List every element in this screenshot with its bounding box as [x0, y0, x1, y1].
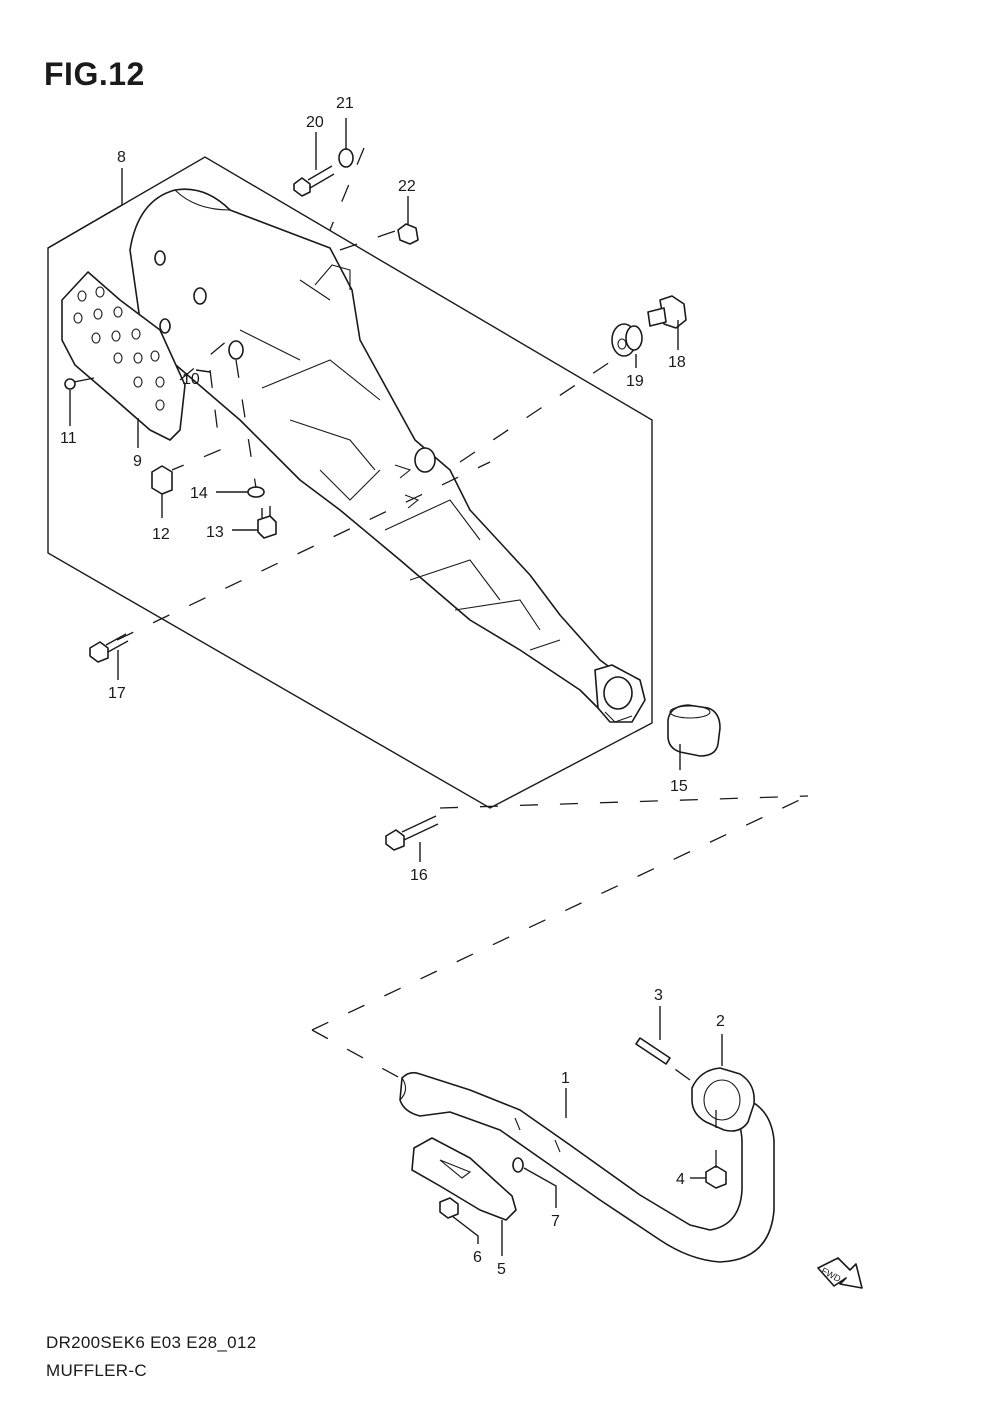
- leader-line: [523, 1167, 557, 1208]
- bolt-part-6: [439, 1197, 459, 1219]
- callout-17: 17: [108, 685, 126, 702]
- leader-line: [451, 1215, 479, 1244]
- pin-part-18: [647, 295, 687, 329]
- callout-21: 21: [336, 95, 354, 112]
- forward-arrow-icon: FWD: [817, 1257, 863, 1289]
- muffler-assembly-frame: [47, 156, 653, 809]
- callout-19: 19: [626, 373, 644, 390]
- washer-part-7: [512, 1157, 524, 1173]
- callout-12: 12: [152, 526, 170, 543]
- callout-16: 16: [410, 867, 428, 884]
- reference-line: [179, 329, 241, 381]
- callout-15: 15: [670, 778, 688, 795]
- callout-10: 10: [182, 371, 200, 388]
- washer-part-21: [338, 148, 354, 168]
- model-code: DR200SEK6 E03 E28_012: [46, 1333, 257, 1352]
- nut-part-22: [397, 223, 419, 245]
- bolt-part-17: [89, 633, 129, 663]
- reference-line: [311, 1029, 401, 1079]
- callout-22: 22: [398, 178, 416, 195]
- nut-part-4: [705, 1165, 727, 1189]
- collar-part-12: [151, 465, 173, 495]
- part-group-name: MUFFLER-C: [46, 1361, 147, 1380]
- reference-line: [116, 461, 491, 641]
- bolt-part-16: [385, 815, 439, 851]
- reference-line: [339, 229, 399, 251]
- callout-11: 11: [60, 430, 77, 447]
- callout-7: 7: [551, 1213, 560, 1230]
- grommet-part-19: [611, 323, 643, 357]
- reference-line: [311, 795, 809, 1031]
- callout-9: 9: [133, 453, 142, 470]
- callout-18: 18: [668, 354, 686, 371]
- callout-14: 14: [190, 485, 208, 502]
- callout-1: 1: [561, 1070, 570, 1087]
- reference-line: [667, 1063, 691, 1081]
- reference-line: [439, 795, 809, 809]
- figure-title: FIG.12: [44, 56, 145, 92]
- flange-part-2: [691, 1067, 756, 1132]
- heat-shield-plate: [61, 271, 186, 441]
- washer-part-14: [247, 486, 265, 498]
- bolt-part-20: [293, 165, 335, 197]
- grommet-part-10: [159, 318, 171, 334]
- muffler-body: [129, 188, 646, 723]
- reference-line: [459, 361, 611, 463]
- callout-5: 5: [497, 1261, 506, 1278]
- stud-part-3: [635, 1037, 671, 1065]
- leader-line: [47, 168, 123, 249]
- callout-3: 3: [654, 987, 663, 1004]
- protector-part-5: [411, 1137, 517, 1221]
- reference-line: [329, 147, 365, 231]
- leader-line: [195, 369, 211, 373]
- end-cap-part-15: [667, 704, 721, 757]
- callout-20: 20: [306, 114, 324, 131]
- callout-2: 2: [716, 1013, 725, 1030]
- screw-part-11: [64, 377, 95, 390]
- reference-line: [171, 369, 221, 471]
- callout-8: 8: [117, 149, 126, 166]
- callout-4: 4: [676, 1171, 685, 1188]
- callout-13: 13: [206, 524, 224, 541]
- exhaust-pipe: [399, 1071, 775, 1263]
- callout-6: 6: [473, 1249, 482, 1266]
- bolt-part-13: [257, 506, 277, 539]
